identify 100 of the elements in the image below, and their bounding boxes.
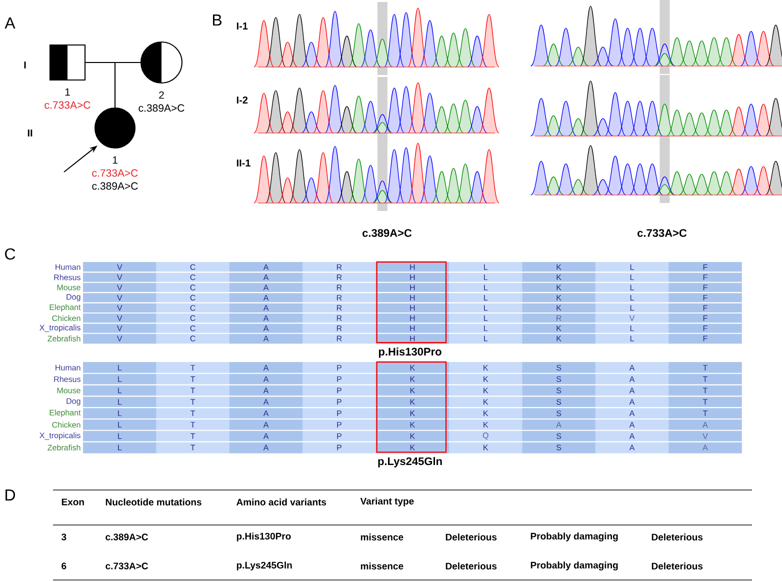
residue-letter: A [629, 376, 635, 382]
residue-letter: A [702, 444, 708, 450]
variant-label: c.389A>C [92, 182, 138, 190]
species-name: Rhesus [54, 274, 80, 280]
residue-letter: P [337, 399, 342, 405]
residue-letter: A [629, 399, 635, 405]
residue-letter: V [116, 326, 122, 332]
residue-letter: F [703, 294, 708, 300]
residue-letter: L [118, 410, 122, 416]
mutation-caption: p.Lys245Gln [378, 457, 442, 468]
residue-letter: T [190, 399, 196, 405]
species-name: Mouse [57, 388, 80, 394]
residue-letter: K [410, 410, 415, 416]
mutation-caption: p.His130Pro [378, 347, 442, 358]
species-name: Dog [66, 398, 80, 406]
residue-letter: K [410, 364, 415, 370]
residue-letter: P [337, 364, 342, 370]
residue-letter: S [556, 433, 562, 439]
residue-letter: L [484, 336, 488, 342]
residue-letter: L [484, 284, 488, 290]
residue-letter: A [629, 422, 635, 428]
residue-letter: A [263, 433, 269, 439]
individual-number: 2 [159, 91, 164, 99]
residue-letter: C [190, 336, 196, 342]
residue-letter: K [410, 444, 415, 450]
residue-letter: S [556, 376, 562, 382]
species-name: Chicken [52, 422, 80, 428]
residue-letter: L [484, 315, 488, 321]
variant-label: c.389A>C [138, 104, 184, 112]
residue-letter: A [263, 264, 269, 270]
residue-letter: L [118, 388, 122, 394]
individual-number: 1 [65, 88, 70, 96]
residue-letter: L [630, 326, 634, 332]
species-name: Zebrafish [48, 336, 80, 342]
residue-letter: V [116, 336, 122, 342]
residue-letter: A [629, 410, 635, 416]
table-cell: Deleterious [652, 534, 703, 540]
residue-letter: R [336, 305, 342, 311]
table-header: Exon [62, 498, 84, 506]
sample-label: I-2 [236, 96, 248, 104]
residue-letter: C [190, 294, 196, 301]
table-cell: Deleterious [446, 534, 497, 540]
residue-letter: V [116, 294, 122, 300]
variant-label: c.733A>C [44, 101, 90, 109]
residue-letter: L [630, 305, 634, 311]
residue-letter: L [484, 264, 488, 270]
residue-letter: K [484, 410, 488, 416]
residue-letter: T [190, 364, 196, 370]
species-name: Dog [66, 294, 80, 302]
residue-letter: A [556, 422, 562, 428]
residue-letter: H [410, 264, 415, 270]
residue-letter: K [556, 274, 562, 280]
residue-letter: C [190, 325, 196, 332]
residue-letter: F [703, 284, 708, 290]
residue-letter: A [263, 388, 269, 394]
residue-letter: T [190, 376, 196, 382]
residue-letter: A [263, 376, 269, 382]
residue-letter: A [263, 274, 269, 280]
residue-letter: K [410, 388, 415, 394]
residue-letter: K [484, 376, 488, 382]
residue-letter: F [703, 305, 708, 311]
residue-letter: F [703, 326, 708, 332]
residue-letter: L [118, 444, 122, 450]
residue-letter: K [484, 388, 488, 394]
residue-letter: S [556, 399, 562, 405]
table-cell: p.His130Pro [236, 532, 291, 542]
residue-letter: K [556, 336, 562, 342]
residue-letter: F [703, 315, 708, 321]
residue-letter: A [263, 315, 269, 321]
residue-letter: L [630, 294, 634, 300]
residue-letter: A [629, 433, 635, 439]
residue-letter: K [410, 376, 415, 382]
residue-letter: P [337, 444, 342, 450]
residue-letter: H [410, 315, 415, 321]
residue-letter: K [556, 326, 562, 332]
sample-label: II-1 [236, 160, 250, 166]
residue-letter: K [484, 399, 488, 405]
residue-letter: L [484, 305, 488, 311]
species-name: Mouse [57, 284, 80, 290]
residue-letter: A [263, 326, 269, 332]
residue-letter: S [556, 364, 562, 371]
residue-letter: H [410, 274, 415, 280]
species-name: Elephant [50, 410, 81, 418]
residue-letter: A [263, 399, 269, 405]
residue-letter: A [263, 305, 269, 311]
residue-letter: L [630, 264, 634, 270]
species-name: Chicken [52, 315, 80, 322]
residue-letter: V [702, 433, 708, 439]
residue-letter: L [484, 326, 488, 332]
residue-letter: R [336, 274, 342, 280]
residue-letter: T [702, 399, 708, 405]
table-cell: Deleterious [652, 562, 703, 570]
residue-letter: T [190, 422, 196, 428]
residue-letter: H [410, 326, 415, 332]
species-name: X_tropicalis [40, 324, 80, 332]
residue-letter: R [336, 284, 342, 290]
residue-letter: T [702, 410, 708, 416]
residue-letter: P [337, 388, 342, 394]
table-cell: 6 [62, 562, 66, 570]
residue-letter: R [336, 294, 342, 300]
